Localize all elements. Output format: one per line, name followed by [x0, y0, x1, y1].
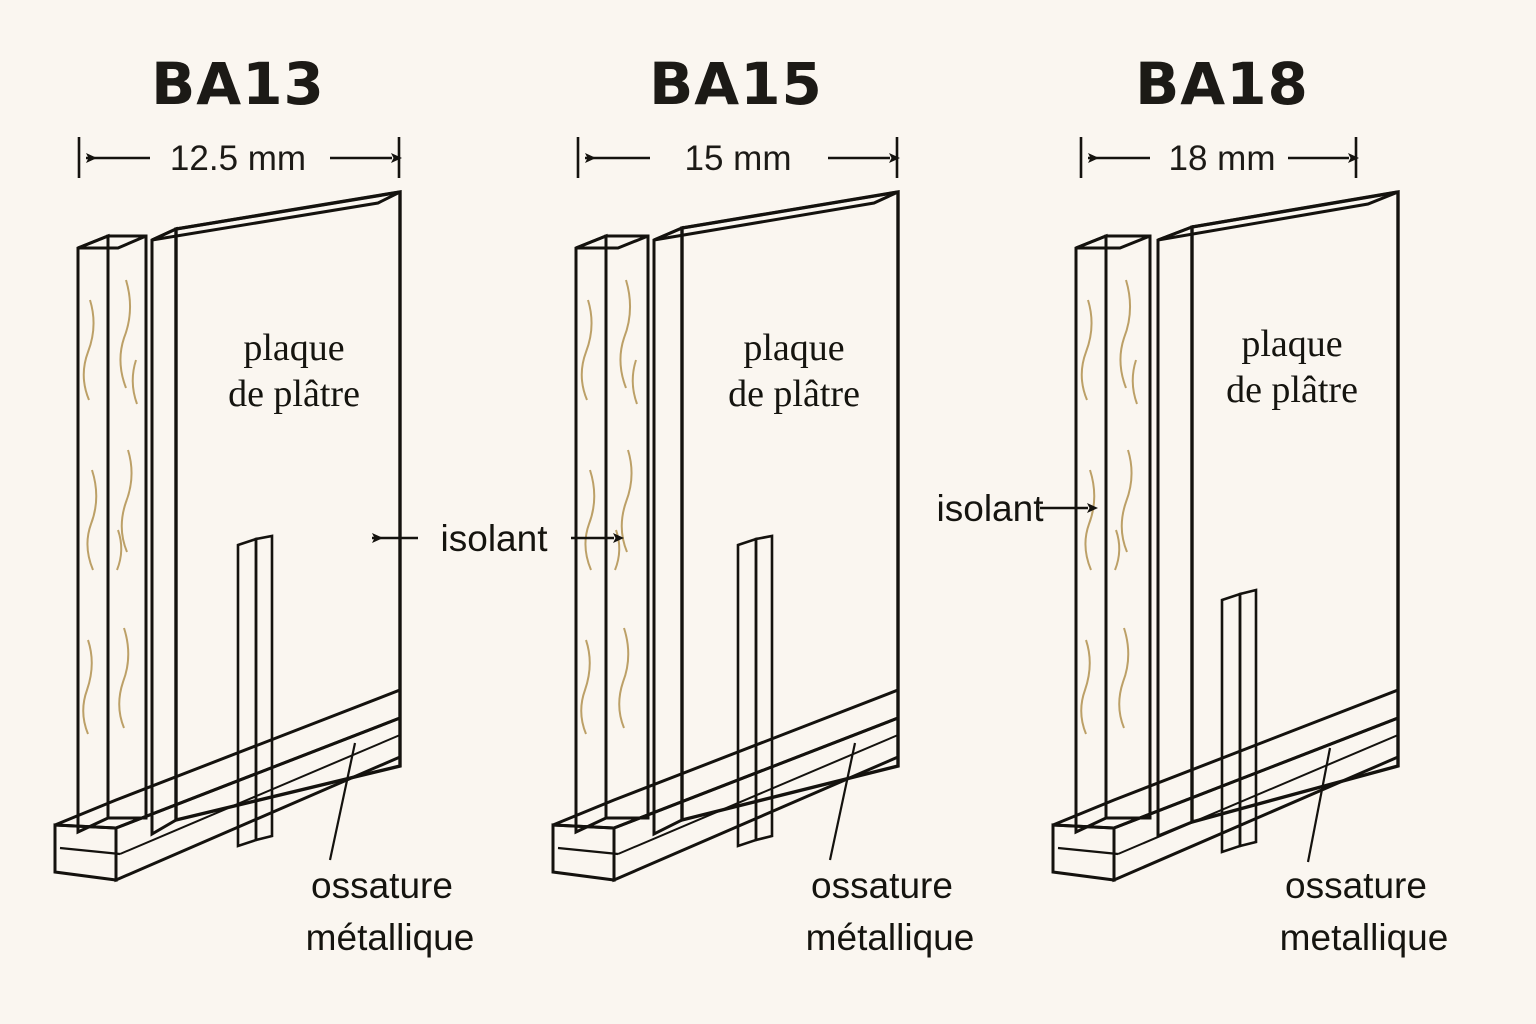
- metal-stud-ba18: [1220, 588, 1258, 854]
- dimension-ba15: 15 mm: [576, 137, 900, 178]
- frame-callout-ba18: ossature metallique: [1280, 747, 1449, 958]
- metal-stud-ba15: [736, 534, 774, 848]
- insulation-ba18: [1074, 233, 1152, 835]
- frame-label-line2-ba15: métallique: [806, 917, 975, 958]
- frame-callout-ba13: ossature métallique: [306, 742, 475, 958]
- board-label-line1-ba15: plaque: [743, 327, 844, 369]
- board-label-line2-ba18: de plâtre: [1226, 369, 1358, 411]
- dimension-ba13: 12.5 mm: [77, 137, 402, 178]
- metal-stud-ba13: [236, 534, 274, 848]
- insulation-ba13: [76, 233, 148, 835]
- panel-ba13: BA13 12.5 mm plaque de plâtre ossature m…: [53, 50, 475, 958]
- isolant-callout-center: isolant: [372, 518, 624, 559]
- plasterboard-ba18: [1156, 189, 1400, 839]
- frame-label-line1-ba18: ossature: [1285, 865, 1427, 906]
- frame-label-line1-ba15: ossature: [811, 865, 953, 906]
- board-label-line1-ba18: plaque: [1241, 323, 1342, 365]
- isolant-label-center: isolant: [441, 518, 549, 559]
- isolant-callout-right: isolant: [937, 488, 1098, 529]
- frame-label-line2-ba13: métallique: [306, 917, 475, 958]
- panel-title-ba18: BA18: [1135, 50, 1309, 118]
- dimension-label-ba15: 15 mm: [685, 139, 792, 178]
- dimension-label-ba18: 18 mm: [1169, 139, 1276, 178]
- frame-callout-ba15: ossature métallique: [806, 742, 975, 958]
- board-label-line2-ba15: de plâtre: [728, 373, 860, 415]
- frame-label-line1-ba13: ossature: [311, 865, 453, 906]
- panel-title-ba13: BA13: [151, 50, 325, 118]
- insulation-fibers-ba13: [82, 279, 138, 735]
- panel-ba18: BA18 18 mm plaque de plâtre ossature met…: [1051, 50, 1449, 958]
- plasterboard-ba13: [150, 189, 402, 837]
- dimension-label-ba13: 12.5 mm: [170, 139, 306, 178]
- board-label-line1-ba13: plaque: [243, 327, 344, 369]
- panel-title-ba15: BA15: [649, 50, 823, 118]
- frame-label-line2-ba18: metallique: [1280, 917, 1449, 958]
- dimension-ba18: 18 mm: [1079, 137, 1359, 178]
- panel-ba15: BA15 15 mm plaque de plâtre ossature mét…: [551, 50, 975, 958]
- insulation-fibers-ba18: [1080, 279, 1138, 735]
- plasterboard-ba15: [652, 189, 900, 837]
- isolant-label-right: isolant: [937, 488, 1045, 529]
- board-label-line2-ba13: de plâtre: [228, 373, 360, 415]
